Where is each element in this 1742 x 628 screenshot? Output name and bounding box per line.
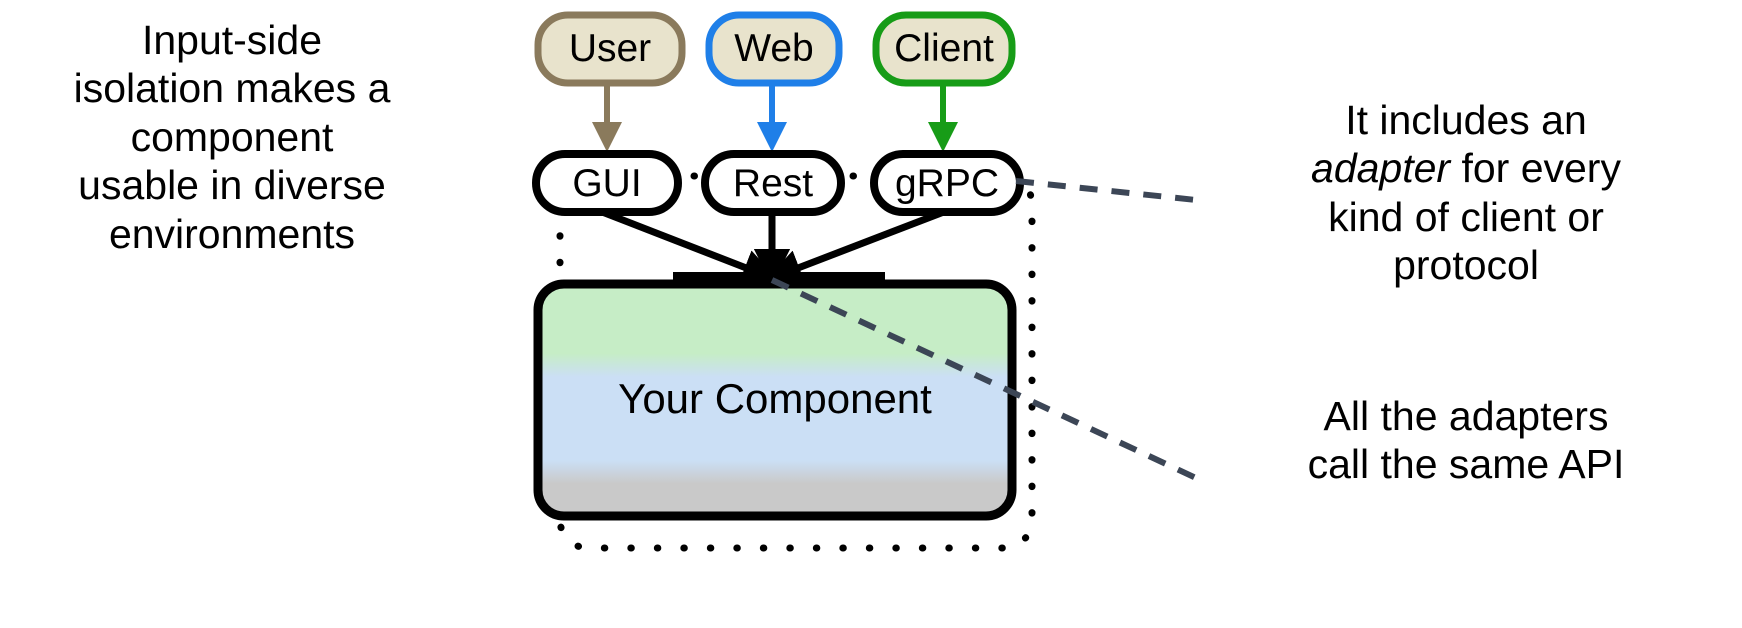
note-adapter-part2: for every kind of client or protocol bbox=[1328, 145, 1621, 289]
leader-line-api-note bbox=[770, 277, 1198, 481]
note-adapter-emphasis: adapter bbox=[1311, 145, 1451, 192]
adapter-box-rest[interactable] bbox=[701, 150, 845, 216]
component-box[interactable] bbox=[533, 279, 1017, 521]
arrow-gui-to-api bbox=[595, 206, 779, 285]
note-adapter-part1: It includes an bbox=[1345, 97, 1587, 143]
note-adapter-per-client: It includes an adapter for every kind of… bbox=[1196, 96, 1736, 290]
adapter-box-grpc[interactable] bbox=[870, 150, 1024, 216]
leader-line-adapter-note bbox=[1015, 178, 1197, 203]
adapter-box-gui[interactable] bbox=[532, 150, 682, 216]
actor-box-web[interactable] bbox=[705, 11, 843, 87]
note-same-api: All the adapters call the same API bbox=[1307, 393, 1625, 488]
note-input-side-isolation: Input-side isolation makes a component u… bbox=[73, 17, 391, 257]
actor-box-user[interactable] bbox=[534, 11, 686, 87]
arrow-grpc-to-api bbox=[765, 206, 951, 285]
actor-box-client[interactable] bbox=[872, 11, 1016, 87]
